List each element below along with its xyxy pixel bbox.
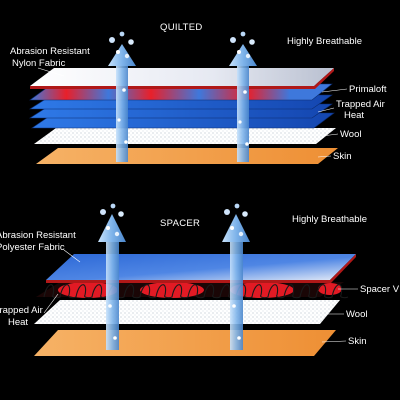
spacer-airflow-arrow-left [98, 203, 126, 350]
spacer-spacer-label: Spacer V [360, 284, 400, 295]
spacer-airflow-arrow-right [222, 203, 250, 350]
quilted-insulation-label: Primaloft [349, 84, 387, 95]
spacer-title: SPACER [160, 218, 200, 229]
quilted-insulation-leader [321, 88, 348, 93]
spacer-skin-label: Skin [348, 336, 366, 347]
quilted-trapped-label-line1: Trapped Air [336, 99, 385, 110]
quilted-title: QUILTED [160, 22, 203, 33]
quilted-skin-leader [317, 155, 332, 158]
quilted-outer-label-line1: Abrasion Resistant [10, 46, 90, 57]
quilted-wool-leader [321, 133, 339, 137]
spacer-band [36, 282, 349, 299]
quilted-outer-leader [37, 67, 65, 77]
quilted-outer-fabric [30, 68, 334, 86]
quilted-skin-layer [36, 148, 338, 164]
spacer-trapped-leader [43, 293, 59, 314]
spacer-skin-layer [34, 330, 336, 356]
quilted-airflow-arrow-left [108, 31, 136, 162]
quilted-wool-label: Wool [340, 129, 361, 140]
quilted-airflow-arrow-right [229, 31, 257, 162]
spacer-trapped-label-line1: Trapped Air [0, 305, 43, 316]
quilted-wool-layer [34, 128, 336, 144]
quilted-outer-label-line2: Nylon Fabric [12, 58, 66, 69]
quilted-trapped-leader [317, 107, 335, 113]
spacer-outer-trim [46, 254, 356, 283]
spacer-outer-leader [63, 249, 81, 263]
spacer-wool-label: Wool [346, 309, 367, 320]
spacer-outer-label-line2: Polyester Fabric [0, 242, 65, 253]
quilted-outer-trim [30, 68, 334, 89]
quilted-breathable-label: Highly Breathable [287, 36, 362, 47]
spacer-wool-layer [34, 300, 340, 324]
spacer-outer-label-line1: Abrasion Resistant [0, 230, 76, 241]
spacer-breathable-label: Highly Breathable [292, 214, 367, 225]
quilted-skin-label: Skin [333, 151, 351, 162]
spacer-trapped-label-line2: Heat [8, 317, 28, 328]
spacer-skin-leader [321, 340, 347, 343]
quilted-trapped-label-line2: Heat [344, 110, 364, 121]
spacer-coil-fibers [43, 284, 349, 299]
spacer-outer-fabric [46, 254, 356, 280]
